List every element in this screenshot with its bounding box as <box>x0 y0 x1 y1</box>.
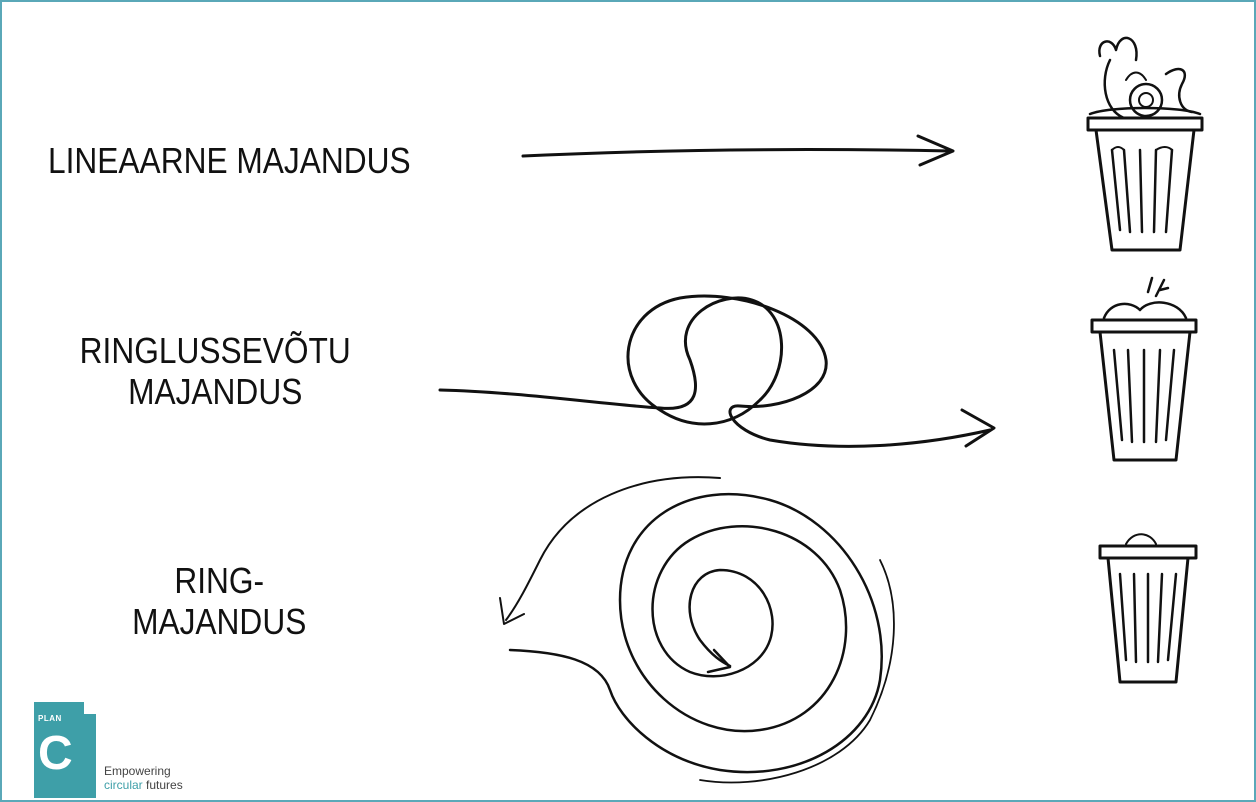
logo-notch <box>84 702 96 714</box>
logo-plan-text: PLAN <box>38 714 62 723</box>
recycling-loop-arrow <box>440 296 994 446</box>
tagline-line1: Empowering <box>104 764 183 778</box>
tagline-plain-word: futures <box>146 778 183 792</box>
circular-spiral-arrow <box>500 477 894 782</box>
logo-tagline: Empowering circular futures <box>104 764 183 793</box>
tagline-accent-word: circular <box>104 778 143 792</box>
logo-c-letter: C <box>38 730 73 778</box>
trash-bin-empty-icon <box>1100 534 1196 682</box>
plan-c-logo: PLAN C <box>34 702 96 798</box>
linear-arrow <box>523 136 953 165</box>
tagline-line2: circular futures <box>104 778 183 792</box>
trash-bin-half-icon <box>1092 278 1196 460</box>
trash-bin-full-icon <box>1088 38 1202 250</box>
